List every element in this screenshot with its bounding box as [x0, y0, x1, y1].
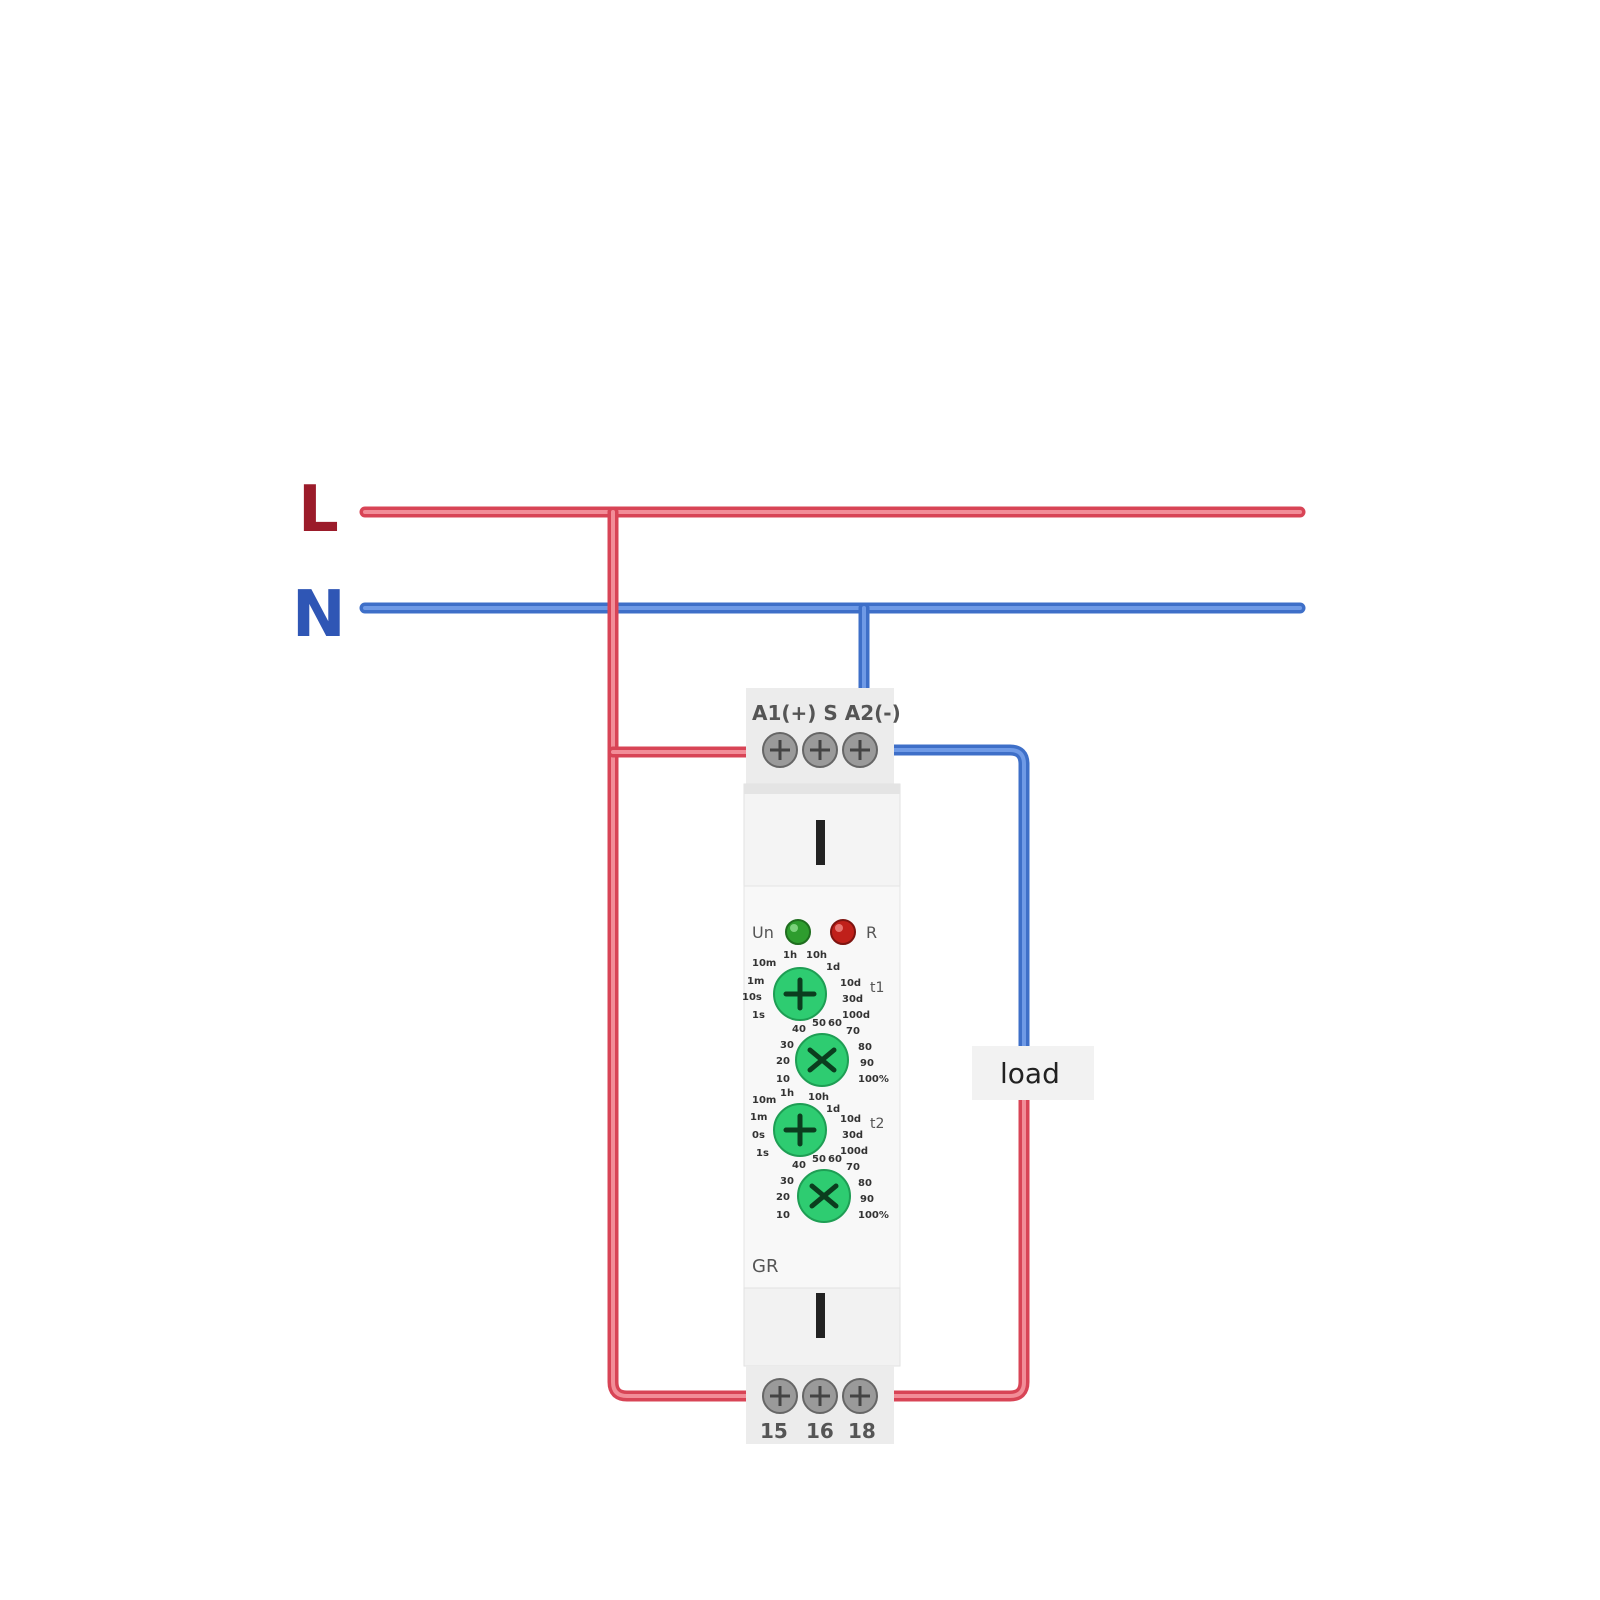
t2-percent-scale: 40 50 60 70 30 80 20 90 10 100% — [776, 1154, 889, 1221]
svg-text:1s: 1s — [756, 1148, 769, 1159]
t2-range-scale: 10m 1h 10h 1d 1m 10d 0s 30d 1s 100d — [750, 1088, 868, 1159]
t1-range-knob[interactable] — [773, 967, 827, 1021]
svg-text:70: 70 — [846, 1026, 860, 1037]
top-screw-s — [802, 732, 838, 768]
terminal-label-18: 18 — [848, 1419, 876, 1443]
svg-text:90: 90 — [860, 1058, 874, 1069]
neutral-wires — [359, 602, 1306, 1052]
led-un-indicator — [785, 919, 811, 945]
svg-text:10m: 10m — [752, 1095, 776, 1106]
svg-text:40: 40 — [792, 1160, 806, 1171]
svg-text:80: 80 — [858, 1178, 872, 1189]
led-un-label: Un — [752, 923, 774, 942]
model-label: GR — [752, 1256, 778, 1277]
lower-slot — [816, 1293, 825, 1338]
svg-text:100%: 100% — [858, 1210, 889, 1221]
svg-text:20: 20 — [776, 1056, 790, 1067]
led-r-indicator — [830, 919, 856, 945]
upper-slot — [816, 820, 825, 865]
t1-range-scale: 10m 1h 10h 1d 1m 10d 10s 30d 1s 100d — [742, 950, 870, 1021]
svg-text:10h: 10h — [808, 1092, 829, 1103]
t2-percent-knob[interactable] — [797, 1169, 851, 1223]
svg-text:10: 10 — [776, 1210, 790, 1221]
load-label: load — [1000, 1057, 1060, 1090]
timer-relay: A1(+) S A2(-) 15 16 18 — [742, 688, 901, 1444]
svg-text:10m: 10m — [752, 958, 776, 969]
svg-text:10d: 10d — [840, 978, 861, 989]
line-label: L — [298, 473, 339, 547]
terminal-label-15: 15 — [760, 1419, 788, 1443]
svg-text:10s: 10s — [742, 992, 762, 1003]
svg-text:80: 80 — [858, 1042, 872, 1053]
svg-text:100%: 100% — [858, 1074, 889, 1085]
svg-text:1h: 1h — [783, 950, 797, 961]
bottom-screw-16 — [802, 1378, 838, 1414]
top-terminal-labels: A1(+) S A2(-) — [752, 701, 901, 725]
svg-text:10d: 10d — [840, 1114, 861, 1125]
svg-text:1m: 1m — [750, 1112, 767, 1123]
svg-text:30: 30 — [780, 1040, 794, 1051]
svg-text:40: 40 — [792, 1024, 806, 1035]
svg-text:50: 50 — [812, 1154, 826, 1165]
svg-text:30d: 30d — [842, 994, 863, 1005]
top-screw-a2 — [842, 732, 878, 768]
svg-text:100d: 100d — [842, 1010, 870, 1021]
svg-text:20: 20 — [776, 1192, 790, 1203]
svg-text:1d: 1d — [826, 962, 840, 973]
terminal-label-16: 16 — [806, 1419, 834, 1443]
svg-text:30: 30 — [780, 1176, 794, 1187]
svg-text:60: 60 — [828, 1018, 842, 1029]
svg-text:1m: 1m — [747, 976, 764, 987]
line-wires — [359, 506, 1306, 1402]
svg-text:30d: 30d — [842, 1130, 863, 1141]
svg-text:60: 60 — [828, 1154, 842, 1165]
svg-text:90: 90 — [860, 1194, 874, 1205]
svg-text:1h: 1h — [780, 1088, 794, 1099]
svg-text:70: 70 — [846, 1162, 860, 1173]
t1-percent-scale: 40 50 60 70 30 80 20 90 10 100% — [776, 1018, 889, 1085]
svg-text:1d: 1d — [826, 1104, 840, 1115]
led-r-label: R — [866, 923, 877, 942]
t1-label: t1 — [870, 980, 884, 996]
neutral-label: N — [292, 578, 346, 652]
t1-percent-knob[interactable] — [795, 1033, 849, 1087]
bottom-screw-18 — [842, 1378, 878, 1414]
t2-label: t2 — [870, 1116, 884, 1132]
top-screw-a1 — [762, 732, 798, 768]
svg-text:1s: 1s — [752, 1010, 765, 1021]
svg-text:0s: 0s — [752, 1130, 765, 1141]
svg-text:100d: 100d — [840, 1146, 868, 1157]
t2-range-knob[interactable] — [773, 1103, 827, 1157]
load-box: load — [972, 1046, 1094, 1100]
svg-text:50: 50 — [812, 1018, 826, 1029]
svg-text:10h: 10h — [806, 950, 827, 961]
bottom-screw-15 — [762, 1378, 798, 1414]
svg-text:10: 10 — [776, 1074, 790, 1085]
